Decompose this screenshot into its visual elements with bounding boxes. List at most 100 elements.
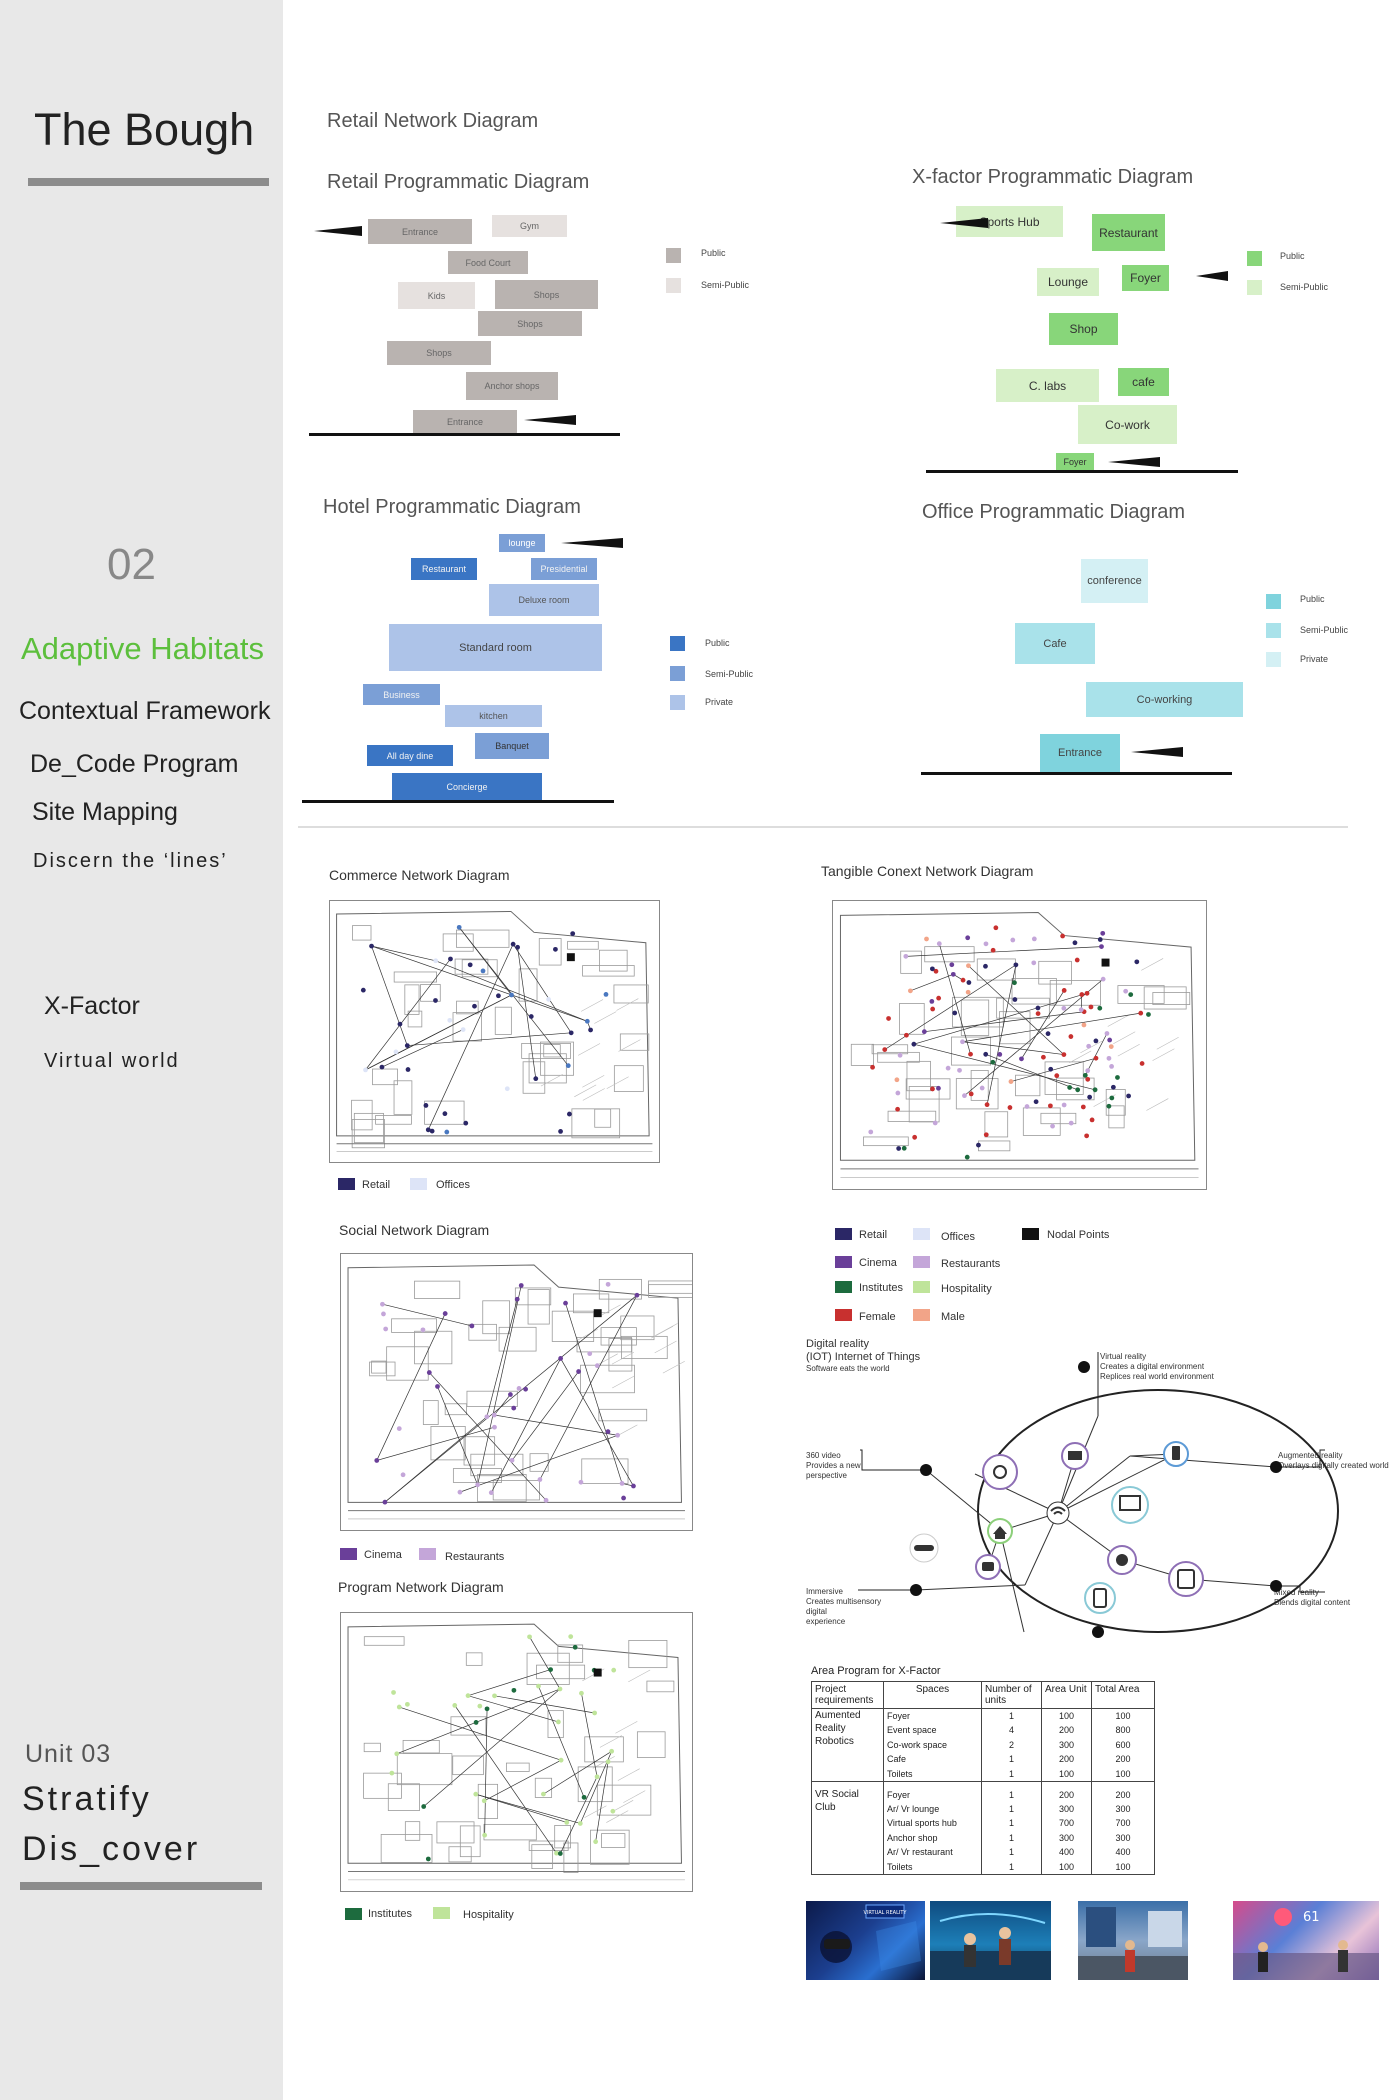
hotel-diagram-title: Hotel Programmatic Diagram	[323, 496, 581, 518]
social-legend-cinema-swatch	[340, 1548, 357, 1560]
cell-units: 1	[981, 1845, 1042, 1860]
nav-x-factor[interactable]: X-Factor	[44, 992, 140, 1020]
xf-ground-line	[926, 470, 1238, 473]
hotel-block-restaurant: Restaurant	[411, 558, 477, 580]
title-underline	[28, 178, 269, 186]
cell-total: 100	[1091, 1766, 1155, 1782]
nav-contextual-framework[interactable]: Contextual Framework	[19, 697, 271, 725]
legend-institutes: Institutes	[859, 1282, 904, 1294]
vr-headset-photo: VIRTUAL REALITY	[806, 1901, 925, 1980]
cell-space: Foyer	[883, 1781, 982, 1802]
program-network-map	[340, 1612, 693, 1892]
hotel-block-deluxe-room: Deluxe room	[489, 584, 599, 616]
office-block-cafe: Cafe	[1015, 623, 1095, 664]
table-row: Ar/ Vr restaurant 1 400 400	[812, 1845, 1155, 1860]
legend-male-swatch	[913, 1309, 930, 1321]
cell-units: 1	[981, 1859, 1042, 1875]
xf-block-c-labs: C. labs	[996, 369, 1099, 402]
col-spaces: Spaces	[883, 1681, 982, 1709]
retail-legend-public: Public	[701, 248, 726, 258]
commerce-legend-retail-swatch	[338, 1178, 355, 1190]
retail-exit-arrow	[524, 415, 576, 425]
table-row: Anchor shop 1 300 300	[812, 1830, 1155, 1845]
social-legend-cinema: Cinema	[364, 1549, 402, 1561]
nav-decode-program[interactable]: De_Code Program	[30, 750, 239, 778]
hotel-legend-public-swatch	[670, 636, 685, 651]
cell-total: 400	[1091, 1845, 1155, 1860]
table-row: Co-work space 2 300 600	[812, 1737, 1155, 1752]
hotel-block-banquet: Banquet	[475, 733, 549, 759]
legend-female: Female	[859, 1311, 896, 1323]
legend-female-swatch	[835, 1309, 852, 1321]
cell-space: Toilets	[883, 1766, 982, 1782]
commerce-legend-offices-swatch	[410, 1178, 427, 1190]
xf-exit-arrow	[1108, 457, 1160, 467]
retail-block-shops-2: Shops	[478, 311, 582, 336]
cell-total: 200	[1091, 1781, 1155, 1802]
retail-entry-arrow	[314, 226, 362, 236]
cell-area-unit: 700	[1041, 1816, 1092, 1831]
office-legend-semi-public: Semi-Public	[1300, 625, 1349, 635]
nav-virtual-world[interactable]: Virtual world	[44, 1050, 180, 1072]
col-number-of-units: Number of units	[981, 1681, 1042, 1709]
commerce-network-map	[329, 900, 660, 1163]
cell-space: Co-work space	[883, 1737, 982, 1752]
legend-institutes-swatch	[835, 1281, 852, 1293]
cell-total: 100	[1091, 1708, 1155, 1723]
hotel-block-kitchen: kitchen	[445, 705, 542, 727]
hotel-block-business: Business	[363, 684, 440, 705]
legend-retail: Retail	[859, 1229, 888, 1241]
cell-area-unit: 200	[1041, 1752, 1092, 1767]
legend-retail-swatch	[835, 1228, 852, 1240]
vr-arcade-photo	[1078, 1901, 1188, 1980]
unit-label: Unit 03	[25, 1740, 112, 1768]
retail-block-entrance: Entrance	[368, 219, 472, 244]
program-legend-hospitality: Hospitality	[463, 1909, 514, 1921]
legend-male: Male	[941, 1311, 965, 1323]
cell-space: Ar/ Vr restaurant	[883, 1845, 982, 1860]
program-legend-institutes: Institutes	[368, 1908, 413, 1920]
retail-block-entrance-bottom: Entrance	[413, 410, 517, 434]
xfactor-diagram-title: X-factor Programmatic Diagram	[912, 166, 1194, 188]
col-project-requirements: Project requirements	[811, 1681, 884, 1709]
cell-area-unit: 200	[1041, 1723, 1092, 1738]
vr-gaming-photo	[930, 1901, 1051, 1980]
hotel-legend-private-swatch	[670, 695, 685, 710]
cell-space: Ar/ Vr lounge	[883, 1801, 982, 1816]
retail-block-shops-1: Shops	[495, 280, 598, 309]
nav-site-mapping[interactable]: Site Mapping	[32, 798, 178, 826]
commerce-legend-offices: Offices	[436, 1179, 471, 1191]
group-name: VR Social Club	[811, 1781, 884, 1875]
table-row: Toilets 1 100 100	[812, 1859, 1155, 1875]
office-legend-public-swatch	[1266, 594, 1281, 609]
cell-units: 1	[981, 1708, 1042, 1723]
cell-area-unit: 300	[1041, 1801, 1092, 1816]
xf-foyer-arrow	[1196, 271, 1228, 281]
cell-total: 100	[1091, 1859, 1155, 1875]
retail-legend-public-swatch	[666, 248, 681, 263]
hotel-block-standard-room: Standard room	[389, 624, 602, 671]
cell-units: 1	[981, 1801, 1042, 1816]
legend-restaurants-swatch	[913, 1256, 930, 1268]
office-diagram-title: Office Programmatic Diagram	[922, 501, 1186, 523]
table-row: Aumented Reality Robotics Foyer 1 100 10…	[811, 1708, 1155, 1782]
legend-cinema: Cinema	[859, 1257, 897, 1269]
hotel-legend-public: Public	[705, 638, 730, 648]
legend-cinema-swatch	[835, 1256, 852, 1268]
cell-space: Anchor shop	[883, 1830, 982, 1845]
area-program-table: Project requirements Spaces Number of un…	[811, 1681, 1155, 1875]
commerce-legend-retail: Retail	[362, 1179, 391, 1191]
legend-offices-swatch	[913, 1228, 930, 1240]
digital-reality-sub: Software eats the world	[806, 1364, 890, 1373]
legend-nodal-points: Nodal Points	[1047, 1229, 1110, 1241]
office-block-co-working: Co-working	[1086, 682, 1243, 717]
cell-space: Cafe	[883, 1752, 982, 1767]
cell-total: 200	[1091, 1752, 1155, 1767]
cell-total: 700	[1091, 1816, 1155, 1831]
office-legend-private-swatch	[1266, 652, 1281, 667]
legend-nodal-points-swatch	[1022, 1228, 1039, 1240]
nav-discern-lines[interactable]: Discern the ‘lines’	[33, 850, 228, 872]
